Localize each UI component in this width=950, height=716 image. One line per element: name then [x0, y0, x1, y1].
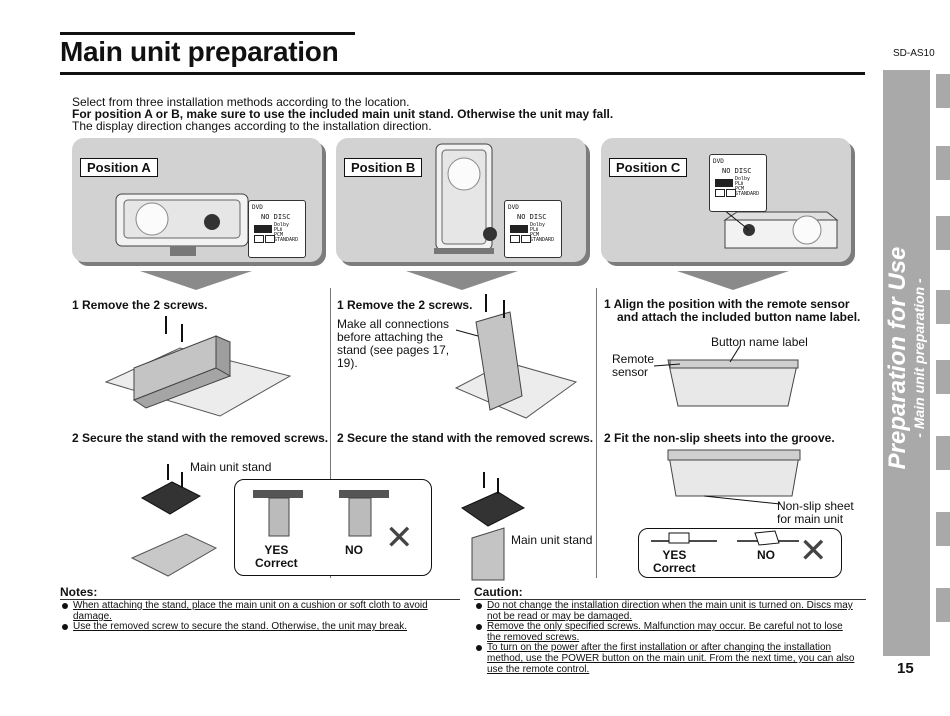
- position-a-stand-fit-callout: YES Correct NO ✕: [234, 479, 432, 576]
- stand-fit-illustration: [253, 490, 389, 537]
- note-item: Use the removed screw to secure the stan…: [73, 621, 408, 632]
- sheet-fit-illustration: [651, 530, 799, 546]
- main-unit-stand-label: Main unit stand: [190, 460, 272, 474]
- position-b-step1-illustration: [454, 294, 578, 419]
- incorrect-label: NO: [757, 548, 775, 562]
- position-b-step2-illustration: [460, 472, 526, 581]
- note-item: When attaching the stand, place the main…: [73, 600, 428, 622]
- position-b-unit-illustration: [434, 143, 497, 254]
- column-divider: [330, 288, 331, 578]
- title-underline: [60, 72, 865, 75]
- tab-marker: [936, 436, 950, 470]
- position-c-sheet-fit-callout: YES Correct NO ✕: [638, 528, 842, 578]
- remote-sensor-caption: Remote sensor: [612, 352, 655, 379]
- notes-rule: [60, 599, 460, 600]
- position-c-step1-illustration: [653, 345, 799, 407]
- bullet-icon: [476, 603, 482, 609]
- caution-item: To turn on the power after the first ins…: [487, 642, 855, 675]
- down-arrow-icon: [406, 271, 518, 290]
- page-title: Main unit preparation: [60, 36, 339, 67]
- position-a-unit-illustration: [115, 193, 249, 256]
- x-mark-icon: ✕: [385, 519, 414, 557]
- correct-label: YES Correct: [653, 548, 696, 575]
- position-a-step2-illustration: [130, 464, 218, 577]
- intro-text: Select from three installation methods a…: [72, 96, 613, 132]
- position-b-connection-note: Make all connections before attaching th…: [337, 317, 450, 370]
- bullet-icon: [62, 603, 68, 609]
- position-c-step2: 2 Fit the non-slip sheets into the groov…: [604, 431, 835, 445]
- caution-heading: Caution:: [474, 585, 523, 599]
- section-subtitle: - Main unit preparation -: [911, 278, 927, 438]
- button-name-label-caption: Button name label: [711, 335, 808, 349]
- non-slip-sheet-caption: Non-slip sheet for main unit: [777, 499, 854, 526]
- page-number: 15: [897, 660, 914, 677]
- tab-marker: [936, 512, 950, 546]
- title-top-rule: [60, 32, 355, 35]
- position-c-step2-illustration: [667, 449, 801, 505]
- notes-heading: Notes:: [60, 585, 98, 599]
- section-title: Preparation for Use: [884, 246, 911, 470]
- tab-marker: [936, 290, 950, 324]
- column-divider: [596, 288, 597, 578]
- position-a-label: Position A: [80, 158, 158, 177]
- position-b-step1: 1 Remove the 2 screws.: [337, 298, 473, 312]
- position-c-unit-illustration: [718, 205, 839, 249]
- down-arrow-icon: [677, 271, 789, 290]
- position-a-step2: 2 Secure the stand with the removed scre…: [72, 431, 329, 445]
- position-b-step2: 2 Secure the stand with the removed scre…: [337, 431, 594, 445]
- caution-item: Do not change the installation direction…: [487, 600, 853, 622]
- tab-marker: [936, 74, 950, 108]
- position-a-step1: 1 Remove the 2 screws.: [72, 298, 208, 312]
- intro-line: The display direction changes according …: [72, 119, 432, 133]
- tab-marker: [936, 360, 950, 394]
- main-unit-stand-label: Main unit stand: [511, 533, 593, 547]
- position-a-step1-illustration: [104, 316, 292, 417]
- position-c-step1: 1 Align the position with the remote sen…: [604, 297, 861, 324]
- incorrect-label: NO: [345, 543, 363, 557]
- bullet-icon: [476, 645, 482, 651]
- bullet-icon: [476, 624, 482, 630]
- bullet-icon: [62, 624, 68, 630]
- tab-marker: [936, 588, 950, 622]
- tab-marker: [936, 146, 950, 180]
- x-mark-icon: ✕: [799, 532, 828, 570]
- intro-line: Select from three installation methods a…: [72, 95, 410, 109]
- position-c-label: Position C: [609, 158, 688, 177]
- position-b-label: Position B: [344, 158, 423, 177]
- section-side-tab: [883, 70, 930, 656]
- intro-warning: For position A or B, make sure to use th…: [72, 107, 614, 121]
- down-arrow-icon: [140, 271, 252, 290]
- caution-rule: [474, 599, 866, 600]
- model-number: SD-AS10: [893, 48, 935, 59]
- caution-item: Remove the only specified screws. Malfun…: [487, 621, 843, 643]
- correct-label: YES Correct: [255, 543, 298, 570]
- tab-marker: [936, 216, 950, 250]
